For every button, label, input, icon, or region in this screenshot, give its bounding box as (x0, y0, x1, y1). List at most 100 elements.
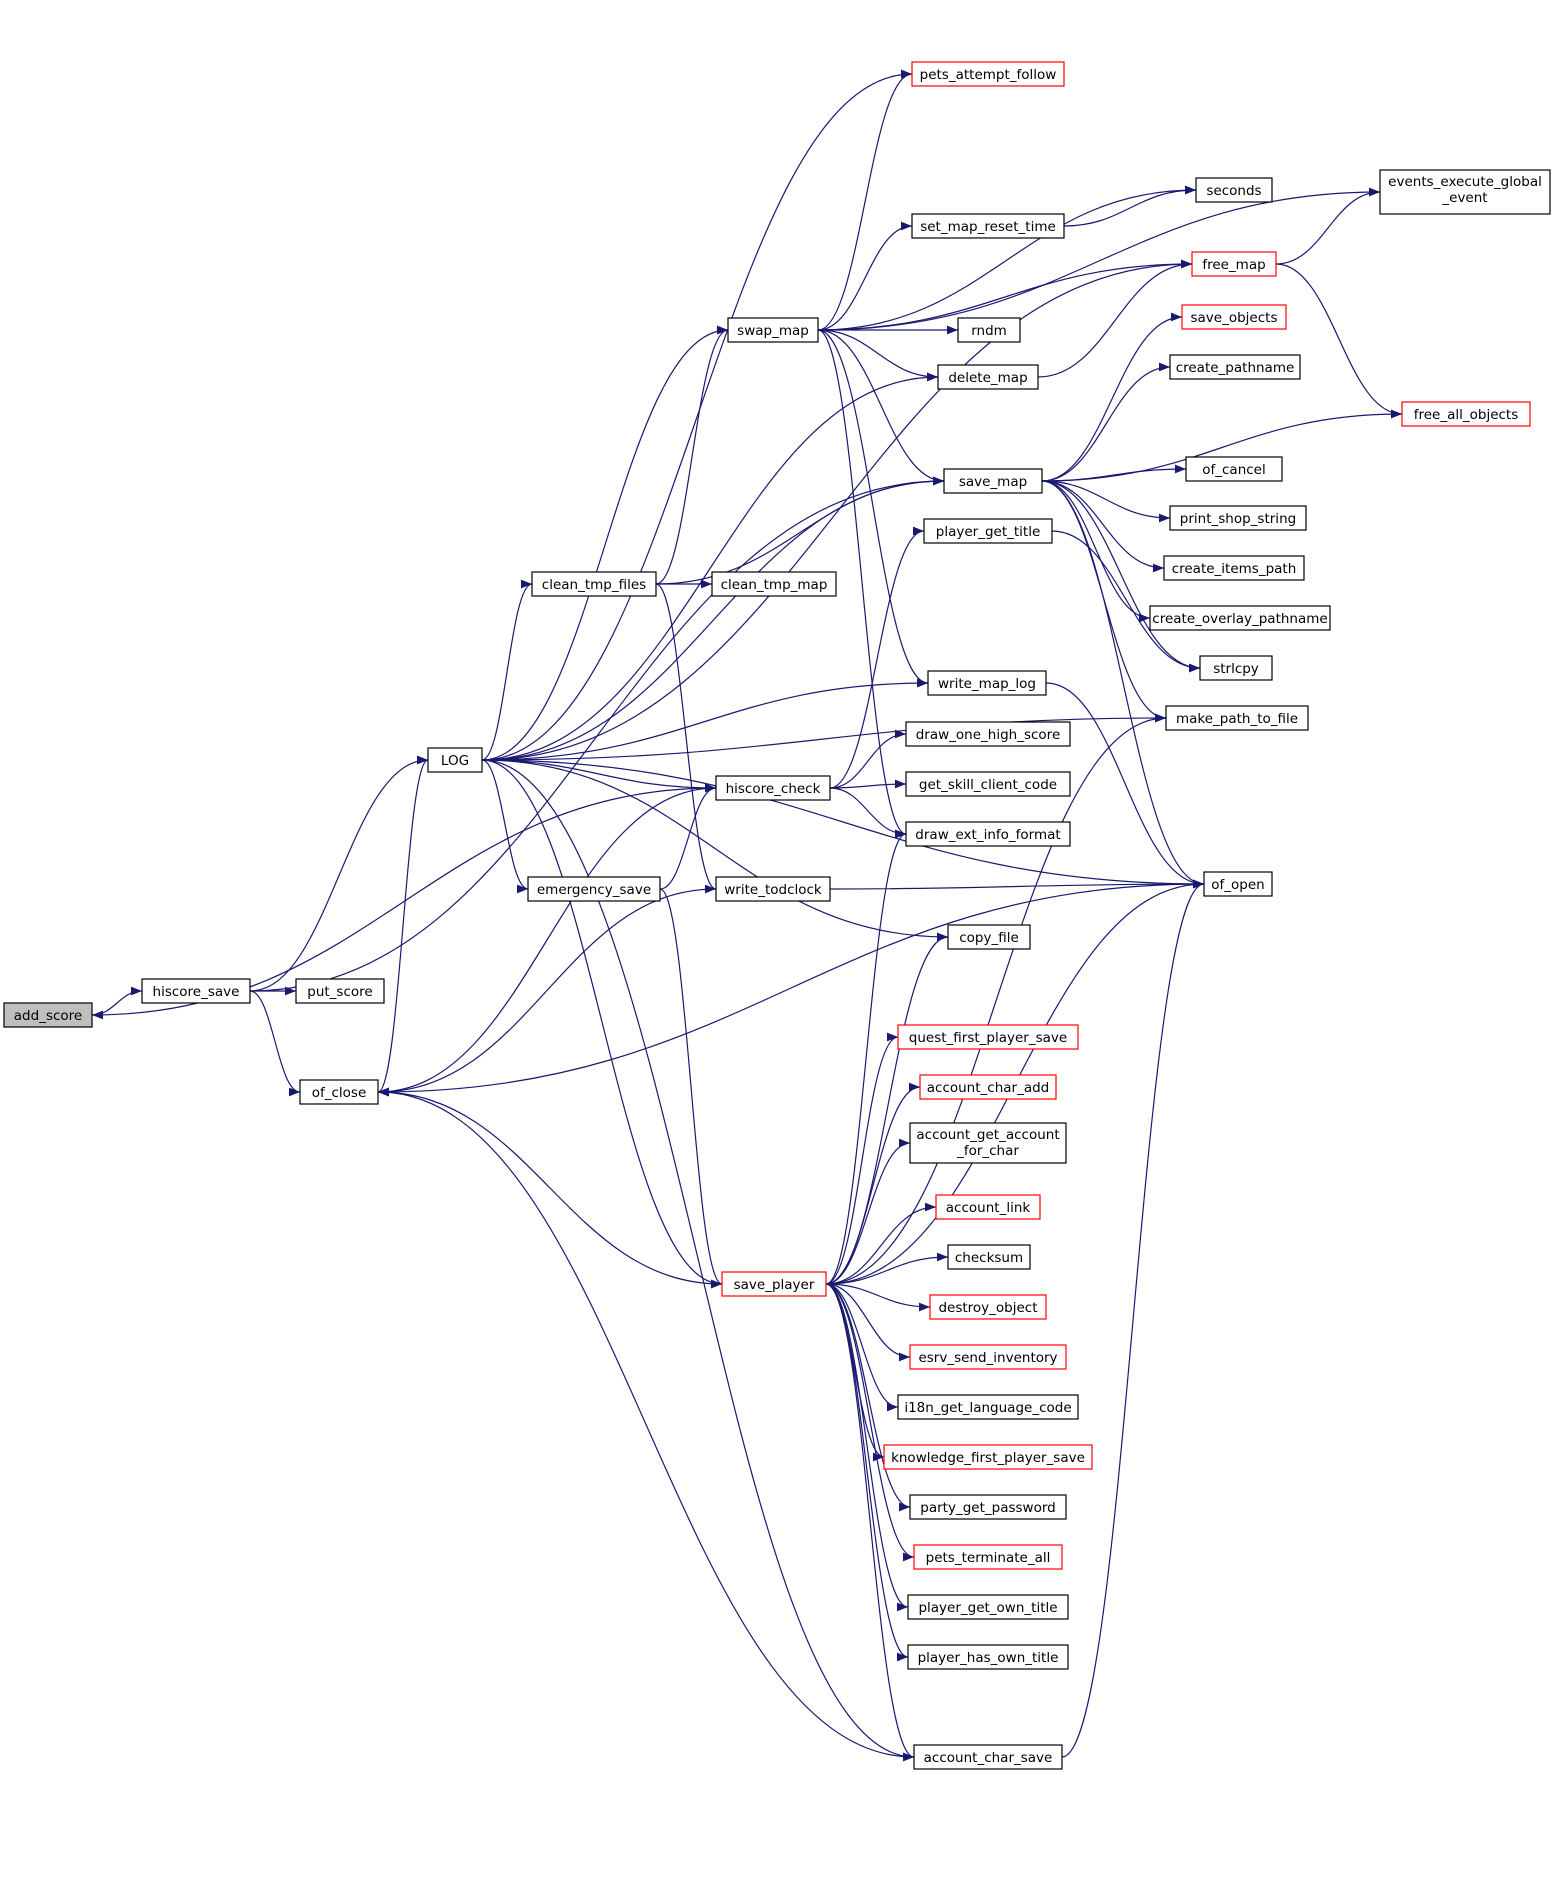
node-create-items-path[interactable]: create_items_path (1163, 555, 1305, 581)
node-box (1149, 605, 1331, 631)
node-label: free_map (1202, 257, 1265, 273)
node-make-path-to-file[interactable]: make_path_to_file (1165, 705, 1309, 731)
node-box (909, 1494, 1067, 1520)
node-i18n-get-language-code[interactable]: i18n_get_language_code (897, 1394, 1079, 1420)
edge-save_map-to-create_items_path (1041, 480, 1165, 573)
node-clean-tmp-files[interactable]: clean_tmp_files (531, 571, 657, 597)
edge-of_close-to-of_open (377, 879, 1205, 1093)
node-of-cancel[interactable]: of_cancel (1185, 456, 1283, 482)
node-player-get-own-title[interactable]: player_get_own_title (907, 1594, 1069, 1620)
node-pets-terminate-all[interactable]: pets_terminate_all (913, 1544, 1063, 1570)
edge-swap_map-to-set_map_reset_time (817, 221, 913, 331)
node-free-map[interactable]: free_map (1191, 251, 1277, 277)
edge-hiscore_save-to-of_close (249, 990, 301, 1097)
node-pets-attempt-follow[interactable]: pets_attempt_follow (911, 61, 1065, 87)
node-party-get-password[interactable]: party_get_password (909, 1494, 1067, 1520)
node-draw-ext-info-format[interactable]: draw_ext_info_format (905, 821, 1071, 847)
edge-save_map-to-create_overlay_pathname (1041, 480, 1151, 623)
node-seconds[interactable]: seconds (1195, 177, 1273, 203)
node-box (711, 571, 837, 597)
node-box (715, 775, 831, 801)
node-delete-map[interactable]: delete_map (937, 364, 1039, 390)
node-label: draw_one_high_score (916, 727, 1061, 743)
node-put-score[interactable]: put_score (295, 978, 385, 1004)
node-box (299, 1079, 379, 1105)
node-events-execute-global-event[interactable]: events_execute_global_event (1379, 169, 1551, 215)
node-print-shop-string[interactable]: print_shop_string (1169, 505, 1307, 531)
edge-LOG-to-delete_map (481, 372, 939, 761)
node-label: rndm (971, 323, 1007, 339)
node-esrv-send-inventory[interactable]: esrv_send_inventory (909, 1344, 1067, 1370)
node-player-get-title[interactable]: player_get_title (923, 518, 1053, 544)
node-swap-map[interactable]: swap_map (727, 317, 819, 343)
node-box (3, 1002, 93, 1028)
node-free-all-objects[interactable]: free_all_objects (1401, 401, 1531, 427)
edge-save_map-to-free_all_objects (1041, 409, 1403, 482)
edge-write_todclock-to-of_open (829, 879, 1205, 890)
node-box (913, 1744, 1063, 1770)
node-set-map-reset-time[interactable]: set_map_reset_time (911, 213, 1065, 239)
edge-save_map-to-print_shop_string (1041, 480, 1171, 523)
edge-write_map_log-to-of_open (1045, 682, 1205, 889)
node-destroy-object[interactable]: destroy_object (929, 1294, 1047, 1320)
node-get-skill-client-code[interactable]: get_skill_client_code (905, 771, 1071, 797)
node-account-char-add[interactable]: account_char_add (919, 1074, 1057, 1100)
node-save-player[interactable]: save_player (721, 1271, 827, 1297)
node-label: destroy_object (938, 1300, 1037, 1316)
edge-save_player-to-copy_file (825, 932, 949, 1285)
edge-LOG-to-save_player (481, 759, 723, 1289)
node-checksum[interactable]: checksum (947, 1244, 1031, 1270)
node-account-link[interactable]: account_link (935, 1194, 1041, 1220)
node-label: create_items_path (1172, 561, 1297, 577)
node-box (1191, 251, 1277, 277)
edge-player_get_title-to-strlcpy (1051, 530, 1201, 673)
node-emergency-save[interactable]: emergency_save (527, 876, 661, 902)
node-label: knowledge_first_player_save (891, 1450, 1085, 1466)
edge-swap_map-to-free_map (817, 259, 1193, 331)
edge-emergency_save-to-save_player (659, 888, 723, 1289)
edge-save_player-to-player_get_own_title (825, 1283, 909, 1612)
node-label: copy_file (959, 930, 1019, 946)
node-player-has-own-title[interactable]: player_has_own_title (907, 1644, 1069, 1670)
edge-save_map-to-save_objects (1041, 312, 1183, 482)
node-draw-one-high-score[interactable]: draw_one_high_score (905, 721, 1071, 747)
edge-LOG-to-write_map_log (481, 678, 929, 761)
node-rndm[interactable]: rndm (957, 317, 1021, 343)
edge-save_player-to-account_char_save (825, 1283, 915, 1762)
node-account-get-account-for-char[interactable]: account_get_account_for_char (909, 1122, 1067, 1164)
node-LOG[interactable]: LOG (427, 747, 483, 773)
node-label: account_char_save (924, 1750, 1053, 1766)
node-create-pathname[interactable]: create_pathname (1169, 354, 1301, 380)
node-add-score[interactable]: add_score (3, 1002, 93, 1028)
node-label: create_overlay_pathname (1152, 611, 1327, 627)
edge-LOG-to-copy_file (481, 759, 949, 942)
node-save-map[interactable]: save_map (943, 468, 1043, 494)
node-box (141, 978, 251, 1004)
node-of-open[interactable]: of_open (1203, 871, 1273, 897)
node-strlcpy[interactable]: strlcpy (1199, 655, 1273, 681)
node-of-close[interactable]: of_close (299, 1079, 379, 1105)
node-label: party_get_password (920, 1500, 1055, 1516)
edge-save_player-to-i18n_get_language_code (825, 1283, 899, 1412)
node-quest-first-player-save[interactable]: quest_first_player_save (897, 1024, 1079, 1050)
node-hiscore-check[interactable]: hiscore_check (715, 775, 831, 801)
node-account-char-save[interactable]: account_char_save (913, 1744, 1063, 1770)
edge-save_player-to-of_close (377, 1087, 723, 1285)
node-save-objects[interactable]: save_objects (1181, 304, 1287, 330)
node-write-todclock[interactable]: write_todclock (715, 876, 831, 902)
node-box (897, 1024, 1079, 1050)
node-label: write_map_log (938, 676, 1036, 692)
node-write-map-log[interactable]: write_map_log (927, 670, 1047, 696)
edge-save_player-to-account_get_account_for_char (825, 1138, 911, 1285)
node-hiscore-save[interactable]: hiscore_save (141, 978, 251, 1004)
node-clean-tmp-map[interactable]: clean_tmp_map (711, 571, 837, 597)
node-create-overlay-pathname[interactable]: create_overlay_pathname (1149, 605, 1331, 631)
edge-save_map-to-of_open (1041, 480, 1205, 889)
node-box (1181, 304, 1287, 330)
node-knowledge-first-player-save[interactable]: knowledge_first_player_save (883, 1444, 1093, 1470)
node-box (905, 721, 1071, 747)
edge-LOG-to-pets_attempt_follow (481, 69, 913, 761)
node-copy-file[interactable]: copy_file (947, 924, 1031, 950)
node-box (531, 571, 657, 597)
node-box (947, 924, 1031, 950)
